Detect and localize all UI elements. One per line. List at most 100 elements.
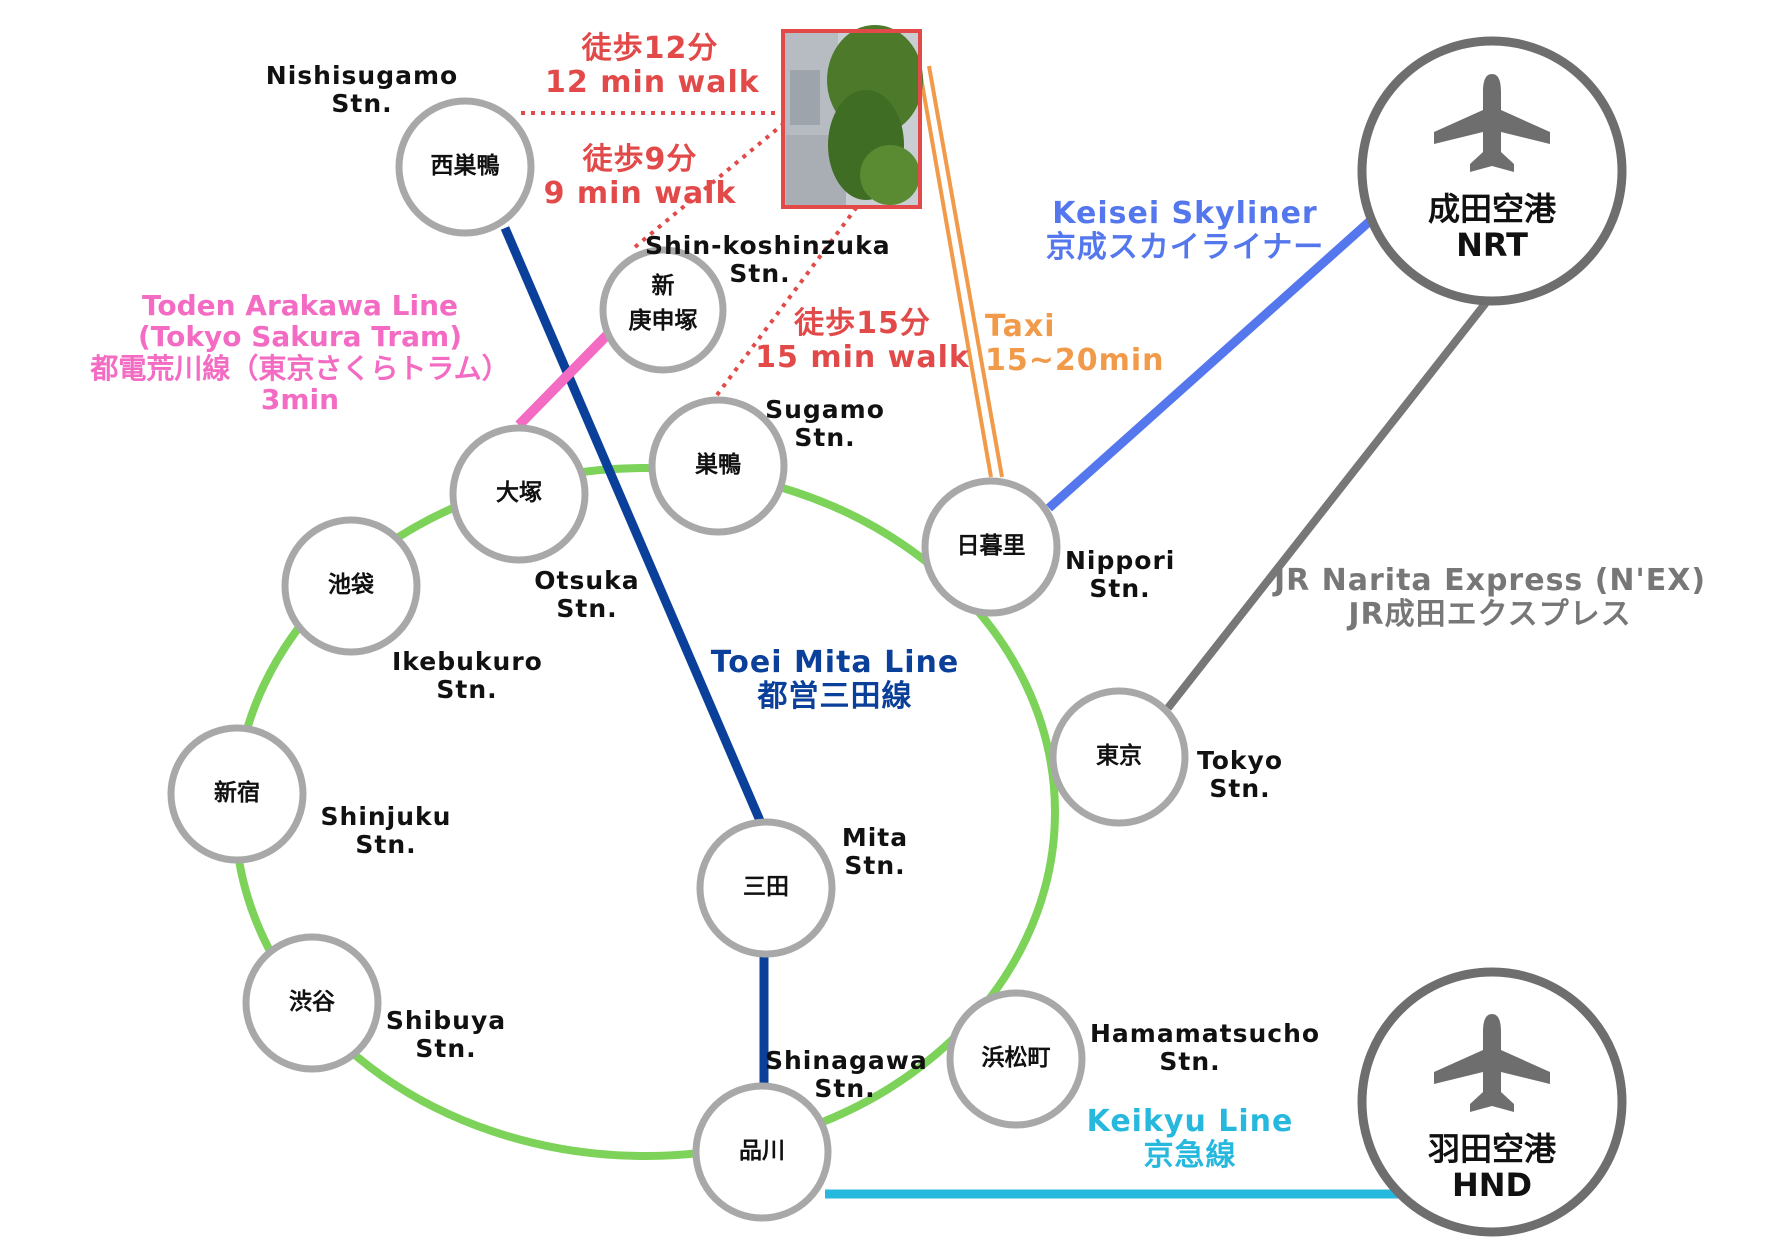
station-name-en: Mita Stn. (830, 824, 920, 880)
toden-label-3: 都電荒川線（東京さくらトラム） (90, 351, 510, 385)
station-name-jp: 巣鴨 (695, 452, 741, 478)
toden-line-label: Toden Arakawa Line (Tokyo Sakura Tram) 都… (70, 289, 530, 417)
skyliner-line-label: Keisei Skyliner 京成スカイライナー (1040, 197, 1330, 264)
station-name-jp: 新 (651, 273, 675, 299)
walk-label-9: 徒歩9分 9 min walk (540, 143, 740, 210)
station-circle-shinkoshinzuka[interactable] (599, 246, 727, 374)
station-en-line2: Stn. (556, 594, 618, 623)
walk-12-jp: 徒歩12分 (581, 31, 719, 66)
station-name-en: Shibuya Stn. (381, 1007, 511, 1063)
mita-line-label: Toei Mita Line 都営三田線 (695, 646, 975, 713)
station-circle-otsuka[interactable] (449, 424, 589, 564)
nex-line-label: JR Narita Express (N'EX) JR成田エクスプレス (1270, 564, 1710, 631)
station-name-en: Shinagawa Stn. (765, 1046, 928, 1103)
station-en-line1: Otsuka (534, 566, 640, 595)
skyliner-line (1046, 208, 1383, 512)
station-en-line2: Stn. (415, 1034, 477, 1063)
station-en-line2: Stn. (729, 259, 791, 288)
station-name-jp: 池袋 (328, 572, 374, 598)
station-en-line2: Stn. (355, 830, 417, 859)
station-name-en: Tokyo Stn. (1190, 747, 1290, 803)
taxi-route-1 (917, 65, 993, 478)
station-en-line1: Shinjuku (320, 802, 452, 831)
airport-label-narita: 成田空港 NRT (1392, 190, 1592, 264)
station-en-line1: Mita (841, 823, 909, 852)
walk-label-15: 徒歩15分 15 min walk (750, 307, 975, 374)
airport-jp: 成田空港 (1427, 190, 1556, 228)
station-name-en: Otsuka Stn. (527, 567, 647, 623)
station-circle-tokyo[interactable] (1049, 687, 1189, 827)
station-name-jp: 新宿 (214, 780, 260, 806)
taxi-label: Taxi 15~20min (985, 310, 1170, 377)
station-name-jp: 西巣鴨 (430, 153, 500, 179)
station-circle-ikebukuro[interactable] (281, 516, 421, 656)
keikyu-label-2: 京急線 (1143, 1137, 1237, 1173)
station-en-line2: Stn. (844, 851, 906, 880)
station-name-jp: 大塚 (496, 480, 542, 506)
station-en-line2: Stn. (436, 675, 498, 704)
station-circle-shinjuku[interactable] (167, 724, 307, 864)
toden-label-1: Toden Arakawa Line (141, 289, 459, 322)
station-en-line1: Ikebukuro (392, 647, 543, 676)
station-name-en: Hamamatsucho Stn. (1090, 1019, 1321, 1076)
walk-9-en: 9 min walk (543, 175, 737, 211)
airport-code: HND (1451, 1165, 1533, 1204)
airport-code: NRT (1456, 225, 1528, 264)
skyliner-label-2: 京成スカイライナー (1045, 229, 1325, 265)
station-name-en: Sugamo Stn. (765, 396, 885, 452)
destination-photo (781, 25, 923, 209)
station-circle-sugamo[interactable] (648, 396, 788, 536)
walk-15-jp: 徒歩15分 (794, 306, 931, 341)
station-circle-shibuya[interactable] (242, 933, 382, 1073)
airport-label-haneda: 羽田空港 HND (1392, 1130, 1592, 1204)
airplane-icon (1434, 1014, 1550, 1112)
station-name-en: Nishisugamo Stn. (262, 62, 462, 118)
taxi-label-1: Taxi (985, 309, 1056, 344)
station-en-line1: Shibuya (385, 1006, 507, 1035)
station-en-line1: Nishisugamo (265, 61, 459, 90)
airport-jp: 羽田空港 (1427, 1130, 1556, 1168)
station-en-line1: Hamamatsucho (1090, 1019, 1321, 1048)
station-circle-nishisugamo[interactable] (395, 97, 535, 237)
station-circle-shinagawa[interactable] (692, 1082, 832, 1222)
walk-15-en: 15 min walk (755, 339, 970, 375)
station-name-en: Shin-koshinzuka Stn. (645, 231, 891, 288)
station-name-jp: 日暮里 (956, 533, 1026, 559)
station-en-line2: Stn. (1159, 1047, 1221, 1076)
station-en-line1: Tokyo (1196, 746, 1283, 775)
station-circle-nippori[interactable] (921, 477, 1061, 617)
toden-label-2: (Tokyo Sakura Tram) (137, 320, 463, 354)
taxi-route-2 (927, 65, 1004, 478)
station-name-jp: 三田 (743, 874, 789, 900)
walk-12-en: 12 min walk (545, 64, 760, 100)
mita-label-2: 都営三田線 (757, 678, 913, 714)
toden-line (515, 326, 616, 429)
station-en-line1: Shin-koshinzuka (645, 231, 891, 260)
station-en-line1: Sugamo (765, 395, 885, 424)
keikyu-label-1: Keikyu Line (1086, 1104, 1294, 1139)
station-circle-hamamatsucho[interactable] (946, 989, 1086, 1129)
airport-circle-narita[interactable] (1357, 36, 1627, 306)
airplane-icon (1434, 74, 1550, 172)
station-en-line2: Stn. (331, 89, 393, 118)
taxi-label-2: 15~20min (985, 342, 1165, 378)
station-name-jp: 東京 (1096, 743, 1142, 769)
station-en-line2: Stn. (794, 423, 856, 452)
station-name-en: Nippori Stn. (1065, 547, 1175, 603)
station-en-line1: Nippori (1065, 546, 1176, 575)
station-name-jp: 庚申塚 (628, 308, 698, 334)
nex-label-1: JR Narita Express (N'EX) (1273, 563, 1707, 598)
station-en-line2: Stn. (814, 1074, 876, 1103)
nex-label-2: JR成田エクスプレス (1348, 596, 1632, 632)
keikyu-line-label: Keikyu Line 京急線 (1080, 1105, 1300, 1172)
walk-label-12: 徒歩12分 12 min walk (545, 31, 760, 100)
station-en-line1: Shinagawa (765, 1046, 928, 1075)
station-name-en: Shinjuku Stn. (316, 803, 456, 859)
station-name-jp: 浜松町 (981, 1045, 1051, 1071)
mita-line-upper (500, 226, 769, 832)
walk-9-jp: 徒歩9分 (582, 142, 698, 177)
station-circle-mita[interactable] (696, 818, 836, 958)
toden-label-4: 3min (260, 383, 340, 417)
mita-label-1: Toei Mita Line (710, 645, 960, 680)
